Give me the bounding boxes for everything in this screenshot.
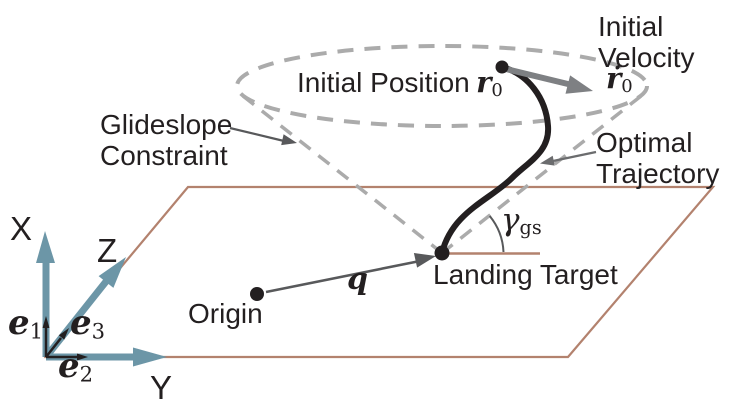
- glideslope-cone-rim: [235, 44, 649, 128]
- initial-position-dot: [495, 60, 509, 74]
- e1-label: e1: [8, 303, 44, 344]
- glideslope-angle-label: γgs: [501, 202, 542, 240]
- glideslope-pointer-arrowhead-icon: [281, 134, 297, 146]
- e3-vector-shaft: [45, 337, 62, 358]
- trajectory-curve: [439, 64, 552, 256]
- range-vector-shaft: [265, 259, 421, 294]
- e1-arrowhead-icon: [42, 316, 50, 328]
- glideslope-constraint-label: Glideslope Constraint: [100, 109, 232, 171]
- glideslope-line2: Constraint: [100, 140, 228, 171]
- cone-edge-right: [440, 94, 643, 255]
- glideslope-pointer-shaft: [229, 126, 285, 143]
- initial-velocity-line1: Initial: [598, 11, 664, 42]
- optimal-trajectory-line2: Trajectory: [596, 158, 720, 189]
- e3-arrowhead-icon: [58, 328, 69, 340]
- cone-edge-left: [241, 94, 444, 255]
- y-axis-arrowhead-icon: [133, 347, 167, 367]
- trajectory-pointer-arrowhead-icon: [540, 155, 555, 166]
- y-axis-label: Y: [150, 369, 173, 401]
- e2-arrowhead-icon: [77, 353, 88, 361]
- range-vector-label: q: [347, 262, 368, 297]
- glideslope-angle-arc: [488, 215, 505, 253]
- landing-target-label: Landing Target: [433, 259, 618, 290]
- optimal-trajectory-line1: Optimal: [596, 127, 693, 158]
- velocity-vector-arrowhead-icon: [565, 75, 593, 94]
- initial-velocity-line2: Velocity: [598, 42, 695, 73]
- velocity-vector-shaft: [505, 66, 571, 88]
- origin-label: Origin: [188, 298, 263, 329]
- initial-velocity-symbol: ṙ0: [606, 61, 633, 97]
- e3-label: e3: [70, 303, 106, 344]
- initial-velocity-label: Initial Velocity: [598, 11, 695, 73]
- z-axis-arrowhead-icon: [98, 257, 126, 288]
- glideslope-line1: Glideslope: [100, 109, 233, 140]
- origin-dot: [250, 287, 264, 301]
- ground-plane: [43, 185, 716, 359]
- initial-position-symbol: r0: [476, 65, 503, 101]
- glideslope-pointer-arrow: [229, 126, 297, 146]
- optimal-trajectory-label: Optimal Trajectory: [596, 127, 719, 189]
- z-axis-label: Z: [97, 232, 118, 269]
- landing-target-dot: [434, 245, 450, 261]
- trajectory-pointer-shaft: [552, 150, 597, 163]
- range-vector-arrowhead-icon: [413, 253, 436, 268]
- range-vector-arrow: [265, 253, 436, 294]
- x-axis-label: X: [10, 210, 33, 247]
- x-axis-arrowhead-icon: [36, 231, 55, 263]
- e2-label: e2: [58, 346, 94, 387]
- basis-vectors: [42, 316, 88, 361]
- velocity-vector-arrow: [505, 66, 593, 94]
- trajectory-pointer-arrow: [540, 150, 597, 166]
- initial-position-text: Initial Position: [297, 67, 470, 98]
